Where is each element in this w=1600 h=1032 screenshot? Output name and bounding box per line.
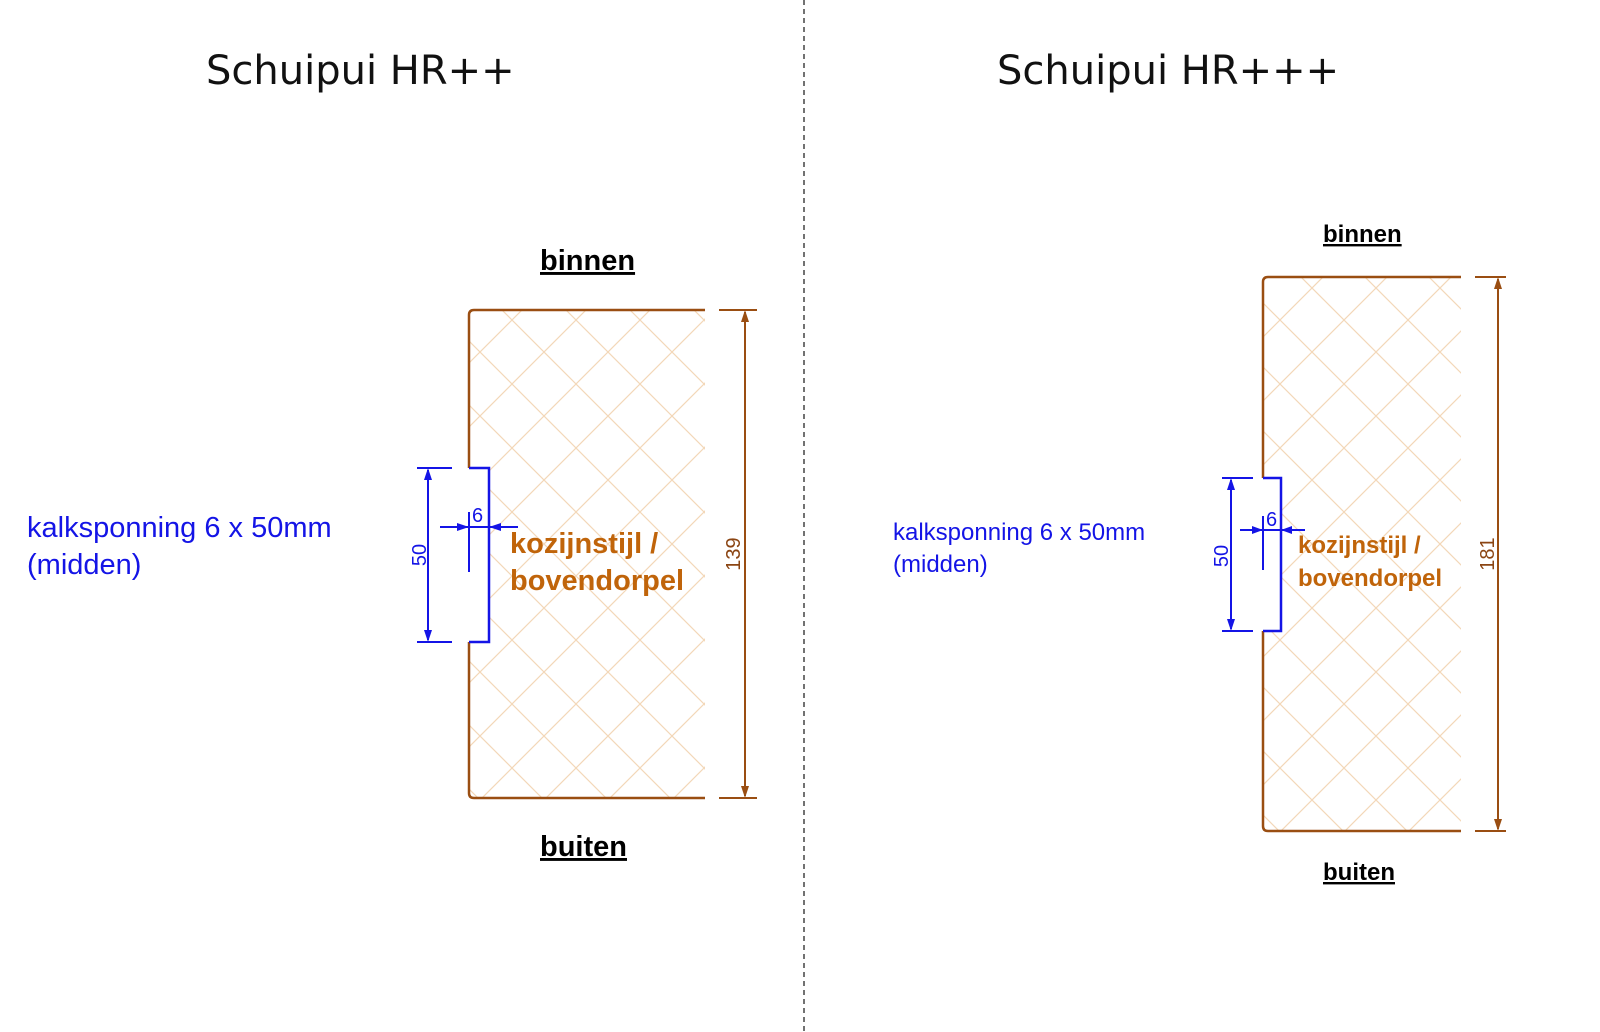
right-buiten-label: buiten xyxy=(1323,859,1395,886)
left-dim-50-arrow-bottom xyxy=(424,630,432,642)
left-profile-line1: kozijnstijl / xyxy=(510,528,658,560)
left-dim-139-label: 139 xyxy=(723,537,745,570)
left-dim-6-arrow-left xyxy=(457,523,469,531)
right-rebate-outline xyxy=(1263,476,1283,633)
right-profile-outline xyxy=(1261,275,1461,833)
left-profile-outline xyxy=(467,308,705,800)
left-dim-50-arrow-top xyxy=(424,468,432,480)
left-kalksponning-line2: (midden) xyxy=(27,549,141,581)
right-profile-line2: bovendorpel xyxy=(1298,565,1442,592)
left-kalksponning-line1: kalksponning 6 x 50mm xyxy=(27,512,332,544)
left-profile-hatch xyxy=(469,310,705,798)
right-dim-181-arrow-bottom xyxy=(1494,819,1502,831)
left-dim-6-arrow-right xyxy=(489,523,501,531)
left-panel: Schuipui HR++ binnen buiten 50 6 kalkspo… xyxy=(27,48,757,863)
left-binnen-label: binnen xyxy=(540,245,635,277)
left-dim-50-label: 50 xyxy=(409,544,431,566)
right-dim-50-label: 50 xyxy=(1211,545,1233,567)
right-dim-6-arrow-right xyxy=(1281,526,1292,534)
right-panel: Schuipui HR+++ binnen buiten 50 6 kalksp… xyxy=(893,48,1506,886)
right-profile-line1: kozijnstijl / xyxy=(1298,532,1421,559)
right-dim-50-arrow-bottom xyxy=(1227,619,1235,631)
left-dim-139-arrow-top xyxy=(741,310,749,322)
left-buiten-label: buiten xyxy=(540,831,627,863)
right-dim-6-arrow-left xyxy=(1252,526,1263,534)
right-kalksponning-line1: kalksponning 6 x 50mm xyxy=(893,519,1145,546)
left-title: Schuipui HR++ xyxy=(206,48,515,94)
left-rebate-outline xyxy=(469,466,491,644)
right-profile-hatch xyxy=(1263,277,1461,831)
left-profile-line2: bovendorpel xyxy=(510,565,684,597)
left-dim-6-label: 6 xyxy=(472,505,483,527)
left-dim-139-arrow-bottom xyxy=(741,786,749,798)
right-dim-50-arrow-top xyxy=(1227,478,1235,490)
right-kalksponning-line2: (midden) xyxy=(893,551,988,578)
right-dim-181-arrow-top xyxy=(1494,277,1502,289)
right-dim-181-label: 181 xyxy=(1477,537,1499,570)
right-title: Schuipui HR+++ xyxy=(997,48,1339,94)
right-binnen-label: binnen xyxy=(1323,221,1402,248)
right-dim-6-label: 6 xyxy=(1266,509,1277,531)
